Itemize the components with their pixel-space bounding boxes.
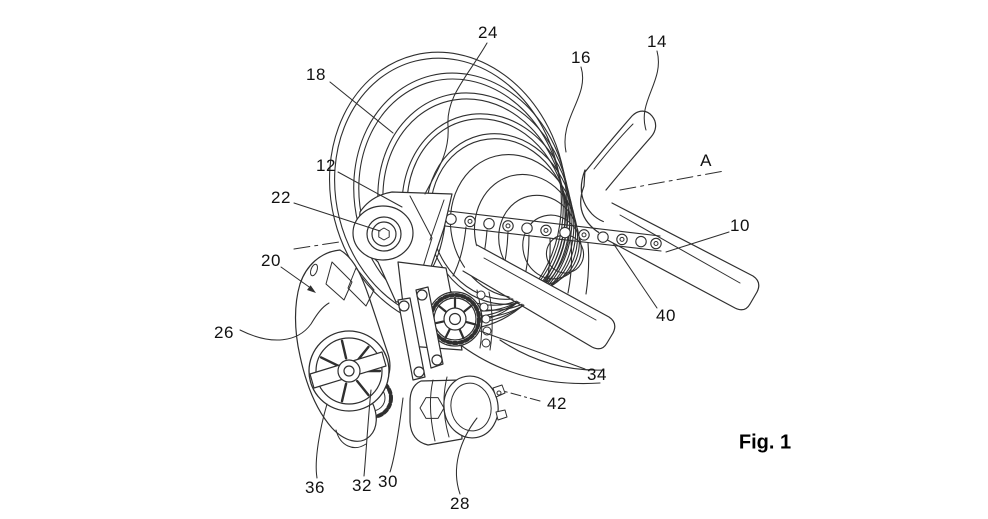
arrowhead-20 [307,285,316,293]
ref-label-14: 14 [647,32,667,51]
linkage-arms [397,286,444,381]
axis-line [293,170,725,250]
ref-label-26: 26 [214,323,234,342]
ref-label-42: 42 [547,394,567,413]
upper-pulley [427,289,493,351]
ref-label-12: 12 [316,156,336,175]
ref-label-24: 24 [478,23,498,42]
ref-label-22: 22 [271,188,291,207]
lower-frame-tube [462,244,616,350]
ref-label-20: 20 [261,251,281,270]
leader-lines [239,42,730,495]
ref-label-30: 30 [378,472,398,491]
seat-stay [584,110,657,191]
chain-stay [597,202,760,311]
pivot-bolt [352,205,414,261]
ref-label-32: 32 [352,476,372,495]
ref-label-34: 34 [587,365,607,384]
cage-pulley-wheel [308,330,390,412]
motor-housing [409,375,508,446]
ref-label-axis-a: A [700,151,712,170]
ref-label-18: 18 [306,65,326,84]
ref-label-28: 28 [450,494,470,513]
ref-label-10: 10 [730,216,750,235]
ref-label-36: 36 [305,478,325,497]
figure-caption: Fig. 1 [738,431,792,454]
ref-label-40: 40 [656,306,676,325]
ref-label-16: 16 [571,48,591,67]
